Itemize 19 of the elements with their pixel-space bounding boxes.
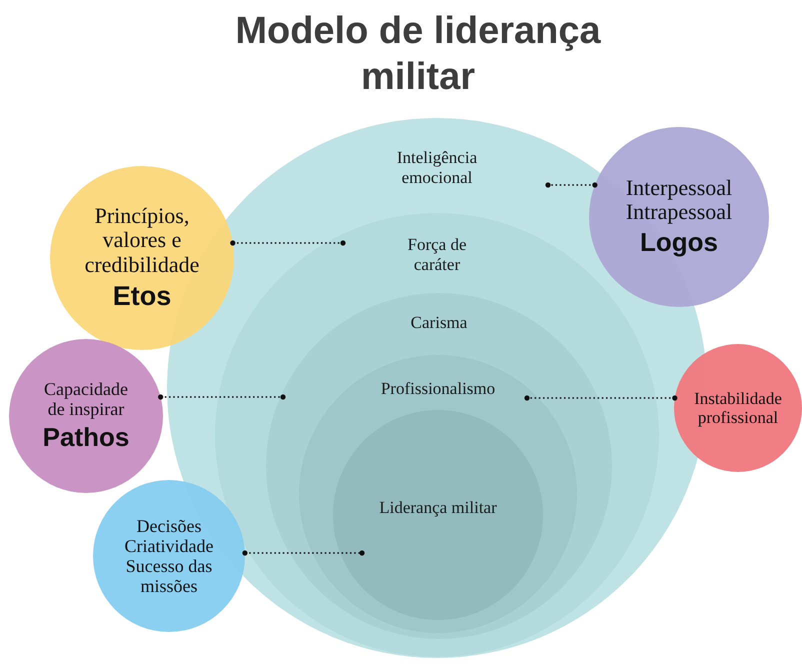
dotted-connector [545, 182, 598, 188]
dotted-connector [158, 394, 286, 400]
ring-label: Carisma [410, 313, 468, 333]
dotted-connector [524, 395, 678, 401]
topic-text: Capacidade de inspirar [43, 379, 129, 420]
topic-text: Instabilidade profissional [693, 388, 783, 428]
ring-label: Inteligência emocional [396, 148, 478, 188]
topic-keyword: Etos [112, 280, 172, 312]
topic-text: Princípios, valores e credibilidade [84, 204, 200, 278]
topic-keyword: Pathos [42, 422, 130, 453]
diagram-title: Modelo de liderança militar [234, 9, 602, 100]
topic-text: Decisões Criatividade Sucesso das missões [124, 516, 214, 596]
topic-text: Interpessoal Intrapessoal [624, 176, 734, 226]
dotted-connector [230, 240, 346, 246]
topic-keyword: Logos [640, 227, 718, 258]
dotted-connector [242, 550, 365, 556]
ring-label: Liderança militar [378, 498, 498, 518]
ring-label: Força de caráter [406, 235, 468, 274]
ring-label: Profissionalismo [380, 379, 496, 399]
